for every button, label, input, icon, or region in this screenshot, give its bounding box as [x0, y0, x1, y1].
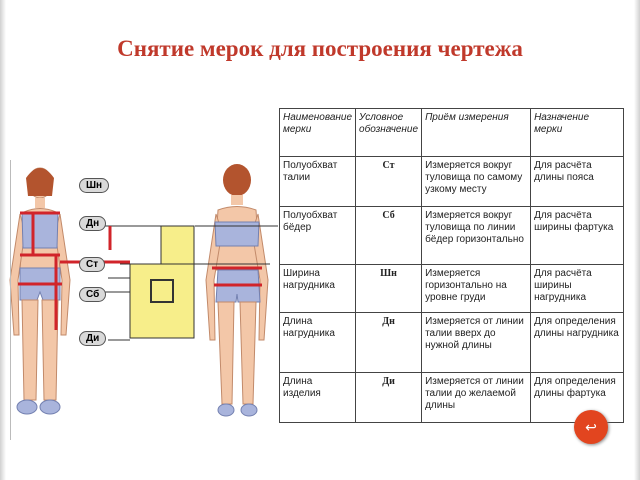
- cell-purpose: Для определения длины нагрудника: [530, 312, 624, 373]
- header-method: Приём измерения: [421, 108, 532, 157]
- cell-name: Длина изделия: [278, 372, 357, 423]
- cell-code: Ст: [355, 156, 423, 207]
- label-waist: Ст: [79, 257, 106, 272]
- header-name: Наименование мерки: [278, 108, 357, 157]
- table-row: Ширина нагрудника Шн Измеряется горизонт…: [278, 264, 624, 313]
- cell-name: Полуобхват талии: [278, 156, 357, 207]
- apron-pattern: [60, 225, 278, 341]
- measurements-table: Наименование мерки Условное обозначение …: [278, 108, 624, 423]
- header-purpose: Назначение мерки: [530, 108, 624, 157]
- cell-method: Измеряется вокруг туловища по линии бёде…: [421, 206, 532, 265]
- cell-code: Сб: [355, 206, 423, 265]
- label-hips: Сб: [79, 287, 107, 302]
- cell-purpose: Для определения длины фартука: [530, 372, 624, 423]
- back-arrow-icon[interactable]: ↩: [574, 410, 608, 444]
- label-bib-width: Шн: [79, 178, 110, 193]
- cell-code: Ди: [355, 372, 423, 423]
- cell-method: Измеряется горизонтально на уровне груди: [421, 264, 532, 313]
- cell-code: Шн: [355, 264, 423, 313]
- cell-method: Измеряется от линии талии вверх до нужно…: [421, 312, 532, 373]
- cell-method: Измеряется вокруг туловища по самому узк…: [421, 156, 532, 207]
- cell-purpose: Для расчёта ширины фартука: [530, 206, 624, 265]
- label-bib-length: Дн: [79, 216, 107, 231]
- slide-title: Снятие мерок для построения чертежа: [117, 36, 523, 61]
- slide-ruler: [0, 160, 11, 440]
- front-figure: [9, 167, 71, 415]
- left-edge-shadow: [0, 0, 6, 480]
- cell-method: Измеряется от линии талии до желаемой дл…: [421, 372, 532, 423]
- back-figure: [205, 164, 269, 417]
- cell-purpose: Для расчёта длины пояса: [530, 156, 624, 207]
- right-edge-shadow: [634, 0, 640, 480]
- label-product-length: Ди: [79, 331, 107, 346]
- table-row: Полуобхват бёдер Сб Измеряется вокруг ту…: [278, 206, 624, 265]
- table-row: Длина изделия Ди Измеряется от линии тал…: [278, 372, 624, 423]
- cell-code: Дн: [355, 312, 423, 373]
- table-row: Полуобхват талии Ст Измеряется вокруг ту…: [278, 156, 624, 207]
- cell-purpose: Для расчёта ширины нагрудника: [530, 264, 624, 313]
- table-row: Длина нагрудника Дн Измеряется от линии …: [278, 312, 624, 373]
- table-header-row: Наименование мерки Условное обозначение …: [278, 108, 624, 157]
- header-code: Условное обозначение: [355, 108, 423, 157]
- cell-name: Ширина нагрудника: [278, 264, 357, 313]
- cell-name: Полуобхват бёдер: [278, 206, 357, 265]
- cell-name: Длина нагрудника: [278, 312, 357, 373]
